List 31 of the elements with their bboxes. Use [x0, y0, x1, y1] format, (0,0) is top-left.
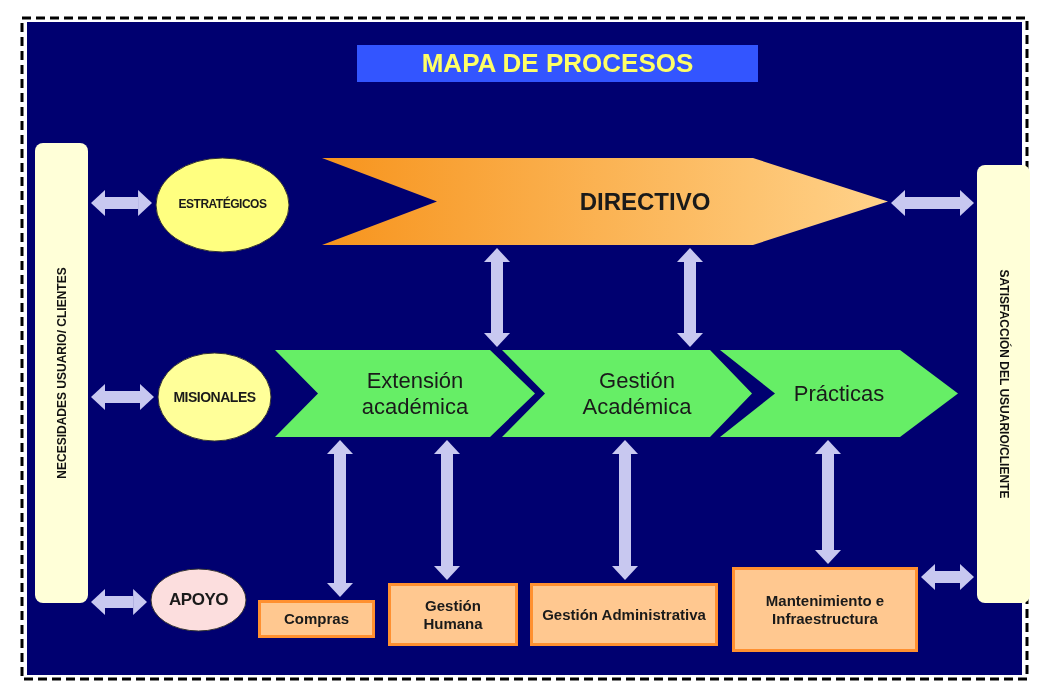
process-box — [530, 583, 718, 646]
category-label: ESTRATÉGICOS — [178, 198, 267, 212]
title-banner: MAPA DE PROCESOS — [357, 45, 758, 82]
double-arrow — [91, 589, 148, 615]
double-arrow — [434, 440, 460, 580]
process-label: Gestión Humana — [422, 597, 484, 632]
double-arrow — [91, 384, 154, 410]
process-label: Prácticas — [793, 380, 885, 407]
process-label: DIRECTIVO — [579, 187, 711, 216]
process-label: Mantenimiento e Infraestructura — [764, 592, 886, 627]
category-label: APOYO — [169, 590, 228, 610]
double-arrow — [612, 440, 638, 580]
process-label: Gestión Administrativa — [542, 605, 706, 624]
double-arrow — [677, 248, 703, 347]
double-arrow — [815, 440, 841, 564]
process-label: Compras — [284, 610, 349, 628]
side-label: NECESIDADES USUARIO/ CLIENTES — [54, 267, 69, 479]
double-arrow — [891, 190, 974, 216]
double-arrow — [921, 564, 974, 590]
side-bar — [35, 143, 88, 603]
process-box — [732, 567, 918, 652]
double-arrow — [91, 190, 153, 216]
process-box — [258, 600, 375, 638]
double-arrow — [327, 440, 353, 597]
side-label: SATISFACCIÓN DEL USUARIO/CLIENTE — [996, 269, 1011, 499]
category-label: MISIONALES — [173, 388, 256, 406]
process-box — [388, 583, 518, 646]
side-bar — [977, 165, 1030, 603]
double-arrow — [484, 248, 510, 347]
process-label: Gestión Académica — [581, 368, 693, 419]
process-label: Extensión académica — [360, 368, 470, 419]
